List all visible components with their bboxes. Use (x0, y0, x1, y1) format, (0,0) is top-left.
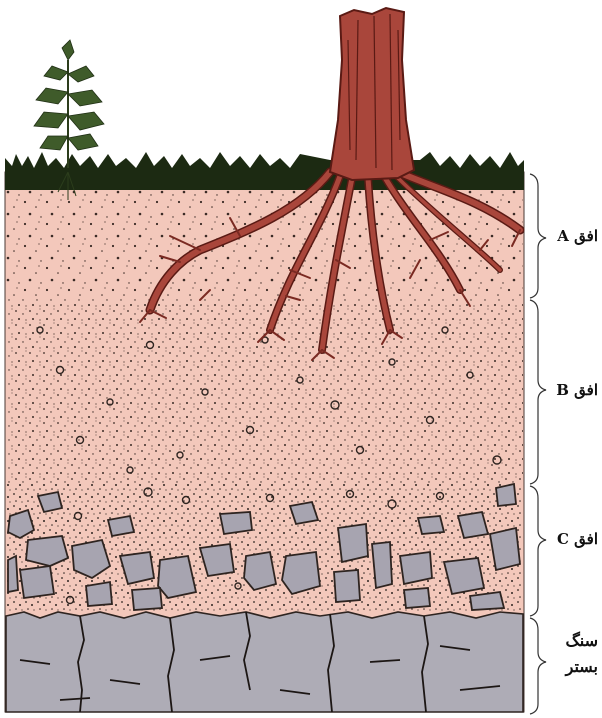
bedrock-layer (6, 612, 523, 712)
horizon-a-layer (6, 180, 523, 298)
bedrock-label-line1: سنگ (540, 628, 598, 654)
horizon-c-label: افق C (540, 527, 598, 551)
bedrock-label-line2: بستر (540, 654, 598, 680)
grass-surface (5, 152, 524, 190)
horizon-a-label: افق A (540, 224, 598, 248)
bedrock-label: سنگ بستر (540, 628, 598, 679)
horizon-b-layer (6, 298, 523, 484)
horizon-b-label: افق B (540, 378, 598, 402)
